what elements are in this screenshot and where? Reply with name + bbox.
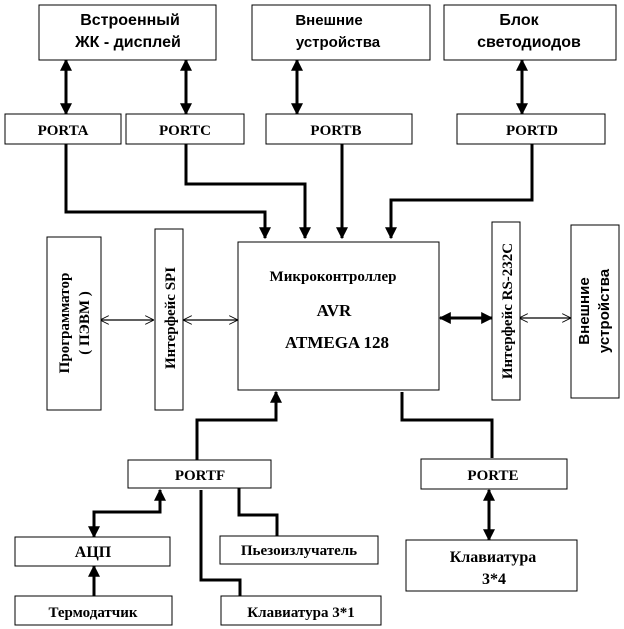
mcu-label-line3: ATMEGA 128 (285, 333, 389, 352)
portd-block: PORTD (456, 113, 606, 145)
keypad-3x1-label: Клавиатура 3*1 (247, 605, 354, 621)
mcu-block: Микроконтроллер AVR ATMEGA 128 (237, 241, 440, 391)
external-devices-top-block: Внешние устройства (251, 4, 431, 61)
portf-block: PORTF (127, 459, 272, 489)
external-right-label-line1: Внешние (576, 277, 593, 344)
external-right-label-line2: устройства (596, 268, 613, 353)
keypad-3x4-block: Клавиатура 3*4 (405, 539, 578, 592)
external-top-label-line1: Внешние (295, 12, 362, 29)
piezo-label: Пьезоизлучатель (241, 543, 357, 559)
spi-block: Интерфейс SPI (154, 228, 184, 411)
link-portd-mcu (385, 144, 534, 240)
portc-block: PORTC (125, 113, 245, 145)
link-portf-adc (88, 488, 166, 539)
programmer-label-line1: Программатор (57, 273, 73, 374)
lcd-label-line2: ЖК - дисплей (74, 34, 181, 51)
connections (60, 58, 570, 596)
porta-label: PORTA (38, 123, 89, 139)
thermo-block: Термодатчик (14, 595, 173, 626)
porte-block: PORTE (420, 458, 568, 490)
portb-label: PORTB (310, 123, 361, 139)
led-label-line1: Блок (499, 12, 539, 29)
keypad-3x1-block: Клавиатура 3*1 (220, 595, 382, 626)
led-label-line2: светодиодов (477, 34, 581, 51)
programmer-label-line2: ( ПЭВМ ) (77, 291, 93, 355)
lcd-block: Встроенный ЖК - дисплей (38, 4, 217, 61)
external-devices-right-block: Внешние устройства (570, 224, 620, 399)
lcd-label-line1: Встроенный (80, 12, 180, 29)
portf-label: PORTF (175, 468, 225, 484)
link-porta-mcu (64, 144, 271, 240)
keypad-3x4-label-line2: 3*4 (482, 571, 506, 588)
piezo-block: Пьезоизлучатель (219, 535, 379, 565)
rs232-block: Интерфейс RS-232C (491, 221, 521, 401)
led-block: Блок светодиодов (443, 4, 617, 61)
programmer-block: Программатор ( ПЭВМ ) (46, 236, 102, 411)
external-top-label-line2: устройства (296, 34, 381, 51)
link-portf-keypad31 (199, 490, 242, 596)
link-mcu-portf (195, 390, 282, 460)
spi-label: Интерфейс SPI (163, 267, 179, 369)
portd-label: PORTD (506, 123, 558, 139)
mcu-label-line1: Микроконтроллер (270, 269, 397, 285)
link-portc-mcu (184, 144, 311, 240)
portc-label: PORTC (159, 123, 211, 139)
thermo-label: Термодатчик (48, 605, 137, 621)
portb-block: PORTB (265, 113, 413, 145)
link-portf-piezo (237, 488, 279, 536)
porta-block: PORTA (4, 113, 122, 145)
keypad-3x4-label-line1: Клавиатура (450, 549, 537, 566)
adc-block: АЦП (14, 536, 171, 567)
porte-label: PORTE (467, 468, 518, 484)
link-mcu-porte (400, 392, 494, 458)
mcu-label-line2: AVR (317, 301, 352, 320)
adc-label: АЦП (75, 544, 112, 561)
rs232-label: Интерфейс RS-232C (500, 243, 516, 379)
